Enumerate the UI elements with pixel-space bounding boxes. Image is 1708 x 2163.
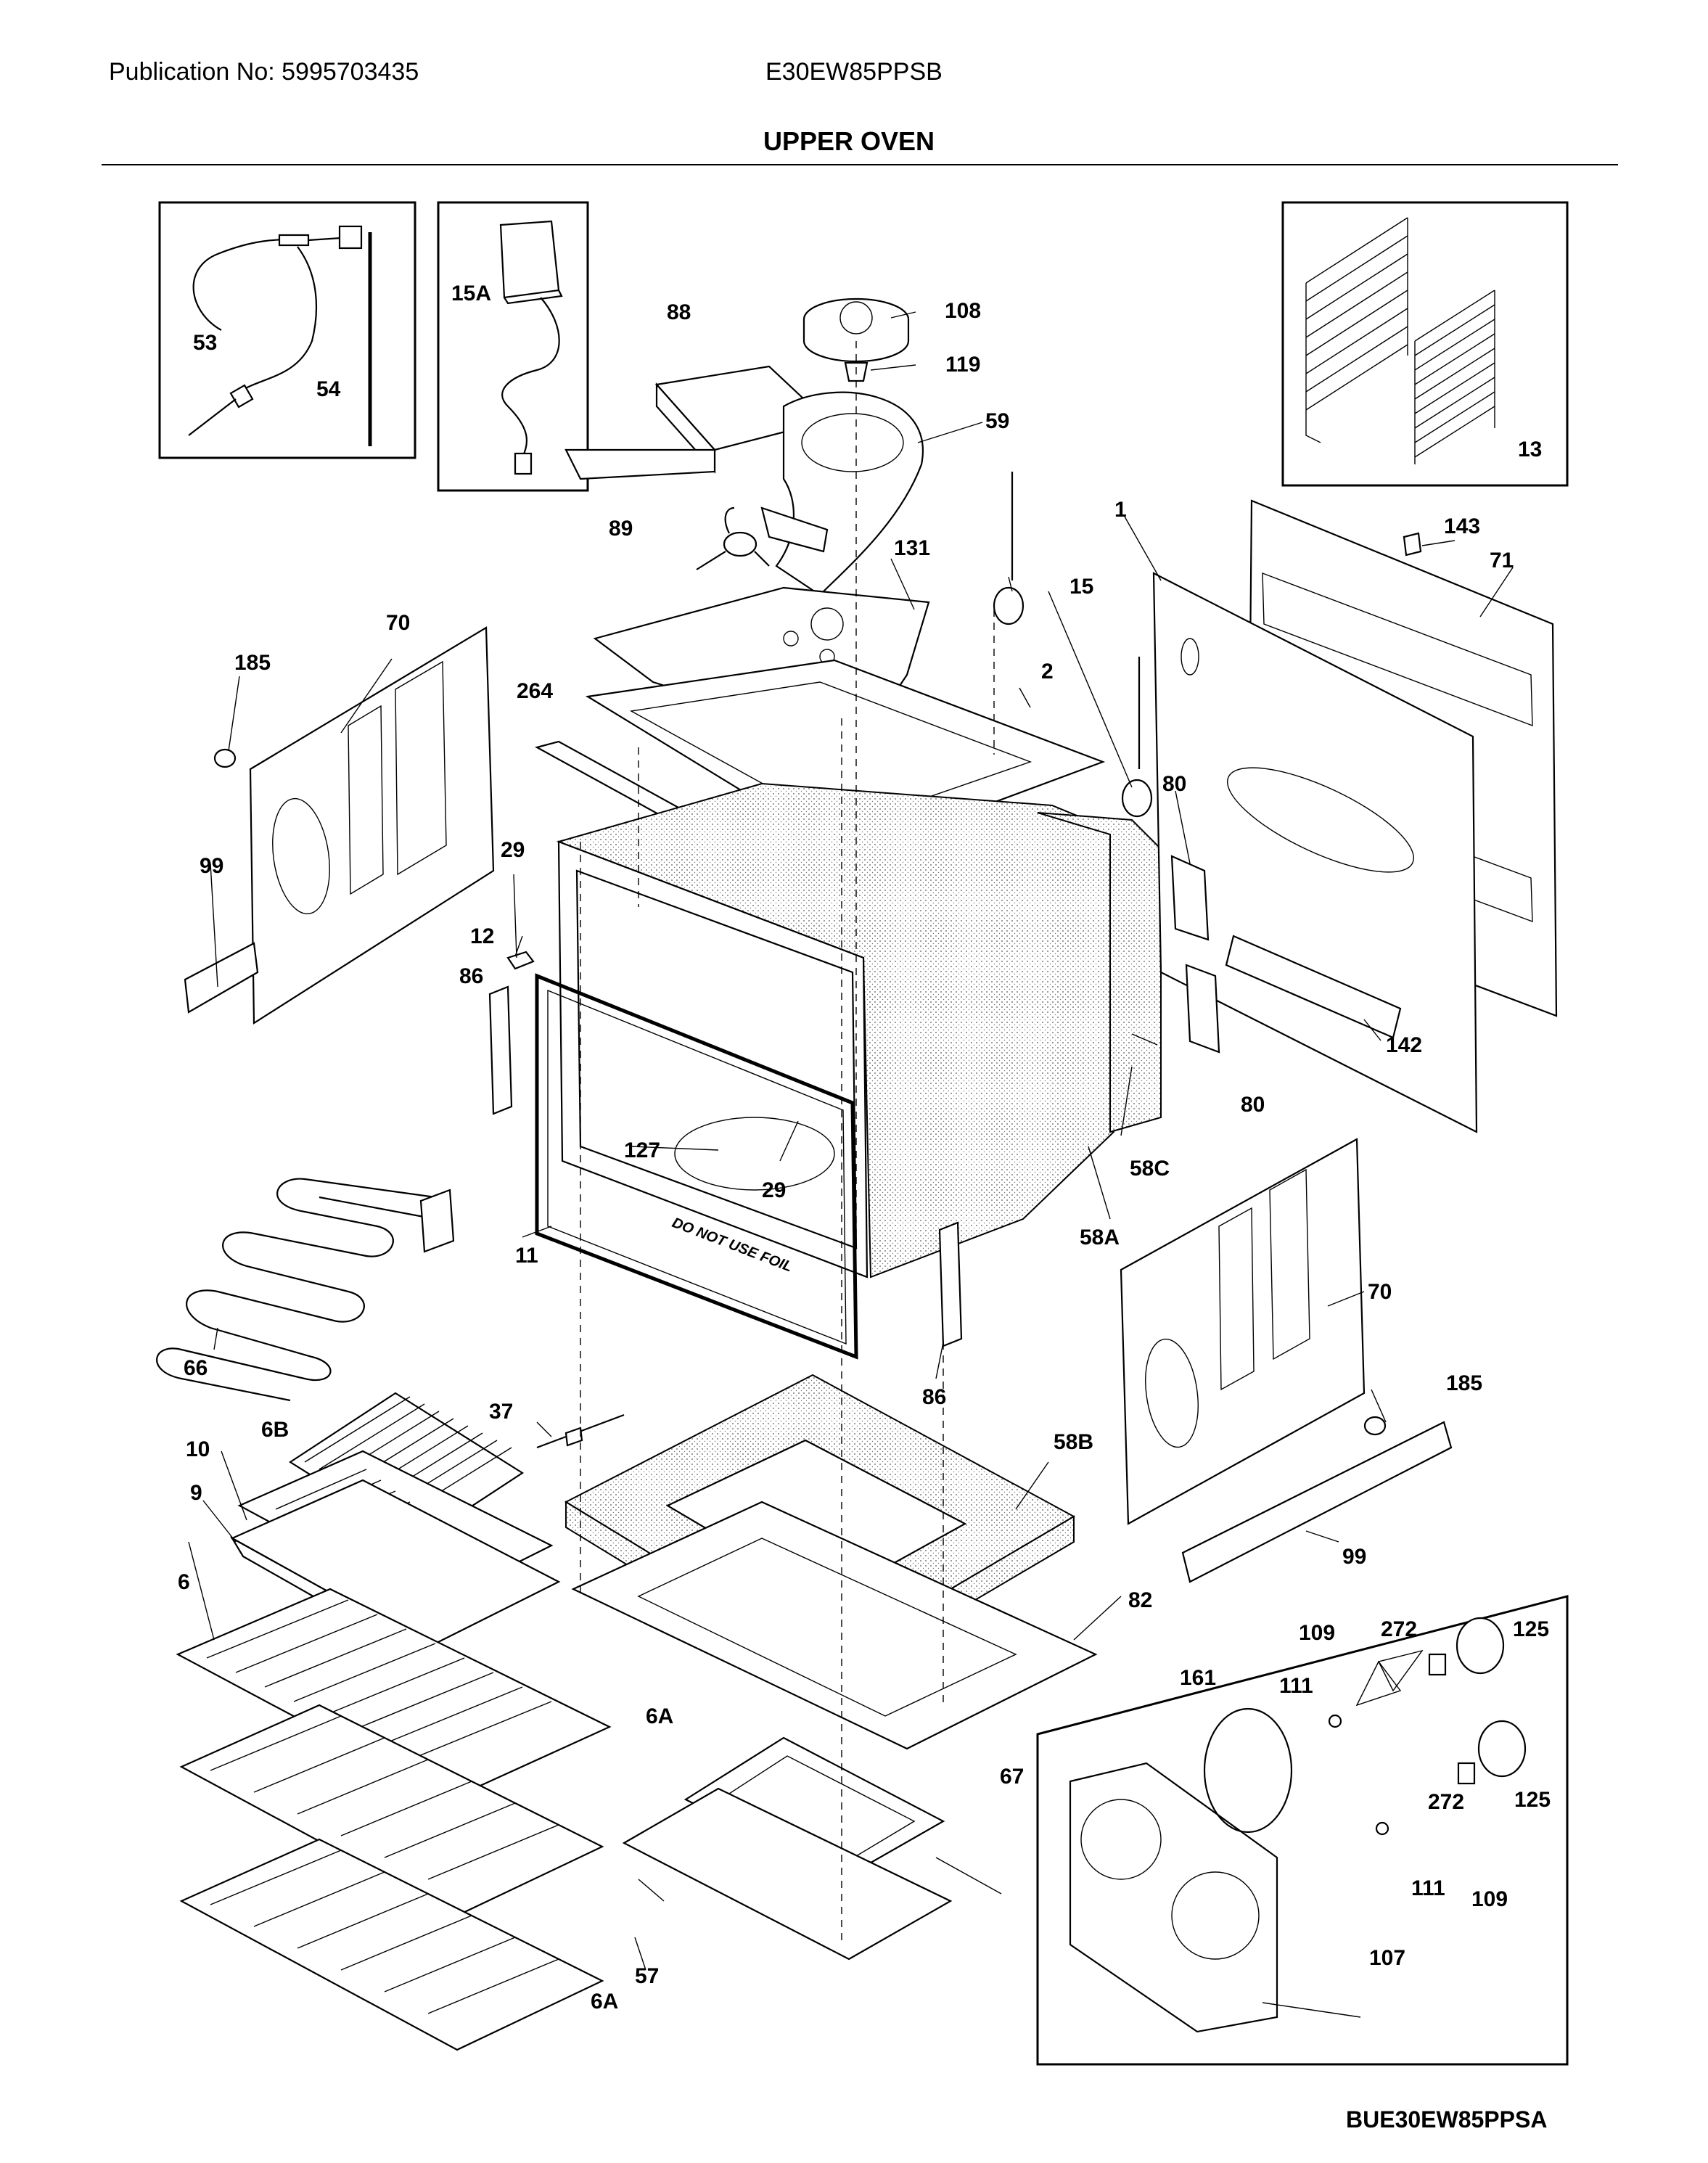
label-10: 10 (186, 1437, 210, 1461)
cover-57 (622, 1787, 953, 1961)
label-6a-lower: 6A (591, 1990, 618, 2014)
label-58b: 58B (1054, 1430, 1093, 1454)
header-divider (102, 164, 1618, 165)
label-9: 9 (190, 1481, 202, 1505)
label-12: 12 (470, 924, 494, 948)
rack-6a-lower (179, 1838, 604, 2051)
label-264: 264 (517, 679, 553, 703)
label-53: 53 (193, 331, 217, 355)
label-107: 107 (1369, 1946, 1405, 1970)
side-panel-right-70 (1120, 1138, 1366, 1525)
label-29-upper: 29 (501, 838, 525, 862)
door-gasket-11 (535, 973, 858, 1360)
blower-shroud-59 (760, 391, 924, 596)
label-66: 66 (184, 1356, 208, 1380)
label-67: 67 (1000, 1765, 1024, 1789)
label-119: 119 (945, 353, 980, 377)
label-70-left: 70 (386, 611, 410, 635)
trim-142 (1225, 935, 1402, 1039)
bottom-panel-82 (571, 1501, 1098, 1750)
oven-cavity: DO NOT USE FOIL (556, 782, 1162, 1278)
label-58c: 58C (1130, 1157, 1170, 1181)
model-number: E30EW85PPSB (765, 58, 943, 86)
label-111-upper: 111 (1279, 1674, 1313, 1698)
bracket-80-lower (1185, 964, 1220, 1054)
side-panel-left-70 (249, 626, 495, 1025)
hinge-86-right (938, 1221, 963, 1347)
label-89: 89 (609, 517, 633, 541)
label-29-lower: 29 (762, 1178, 786, 1202)
label-272-upper: 272 (1381, 1617, 1417, 1641)
label-6a-upper: 6A (646, 1704, 673, 1728)
label-80-upper: 80 (1162, 772, 1186, 796)
publication-number: Publication No: 5995703435 (109, 58, 419, 86)
heat-limiter-89 (696, 506, 770, 570)
grommet-185-right (1363, 1416, 1387, 1436)
label-99-right: 99 (1342, 1545, 1366, 1569)
label-6: 6 (178, 1570, 190, 1594)
label-108: 108 (945, 299, 981, 323)
label-1: 1 (1114, 498, 1127, 522)
rail-right-99 (1181, 1421, 1453, 1583)
label-11: 11 (515, 1244, 538, 1268)
label-185-left: 185 (234, 651, 271, 675)
label-15: 15 (1069, 575, 1093, 599)
back-panel-1 (1152, 572, 1478, 1133)
leader-lines (188, 311, 1514, 2018)
label-143: 143 (1444, 514, 1480, 538)
label-142: 142 (1386, 1033, 1422, 1057)
label-82: 82 (1128, 1588, 1152, 1612)
label-111-lower: 111 (1411, 1876, 1445, 1900)
grommet-185-left (213, 748, 237, 768)
inset-convection-fans-box (1036, 1595, 1569, 2066)
label-2: 2 (1041, 660, 1054, 684)
convection-motor-assembly (802, 297, 910, 382)
part-number-labels: 53 54 15A 88 108 119 59 13 89 131 1 143 … (178, 282, 1551, 2014)
label-86-right: 86 (922, 1385, 946, 1409)
label-54: 54 (316, 377, 341, 401)
label-71: 71 (1490, 549, 1514, 572)
sensor-12 (506, 951, 535, 970)
label-70-right: 70 (1368, 1280, 1392, 1304)
label-57: 57 (635, 1964, 659, 1988)
inset-module-box (437, 201, 589, 492)
assembly-guide-lines (580, 341, 995, 1945)
label-37: 37 (489, 1400, 513, 1424)
rail-left-99 (184, 942, 259, 1014)
label-109-lower: 109 (1471, 1887, 1508, 1911)
bake-element-66 (156, 1178, 455, 1402)
label-161: 161 (1180, 1666, 1216, 1690)
bracket-143 (1403, 532, 1422, 557)
label-80-lower: 80 (1241, 1093, 1265, 1117)
light-socket-15 (993, 472, 1153, 818)
label-59: 59 (985, 409, 1009, 433)
label-131: 131 (894, 536, 930, 560)
label-127: 127 (624, 1138, 660, 1162)
duct-88 (564, 365, 829, 480)
inset-rack-supports-box (1281, 201, 1569, 487)
inset-probe-box (158, 201, 416, 459)
bracket-80-upper (1170, 855, 1210, 941)
label-125-upper: 125 (1513, 1617, 1549, 1641)
label-58a: 58A (1080, 1226, 1120, 1249)
label-272-lower: 272 (1428, 1790, 1464, 1814)
label-88: 88 (667, 300, 691, 324)
label-6b: 6B (261, 1418, 289, 1442)
label-185-right: 185 (1446, 1371, 1482, 1395)
diagram-code: BUE30EW85PPSA (1346, 2106, 1548, 2133)
label-15a: 15A (451, 282, 491, 305)
label-86-left: 86 (459, 964, 483, 988)
page-title: UPPER OVEN (763, 126, 935, 156)
label-13: 13 (1518, 438, 1542, 461)
label-109-upper: 109 (1299, 1621, 1335, 1645)
label-99-left: 99 (200, 854, 223, 878)
hinge-86-left (488, 985, 513, 1115)
label-125-lower: 125 (1514, 1788, 1551, 1812)
